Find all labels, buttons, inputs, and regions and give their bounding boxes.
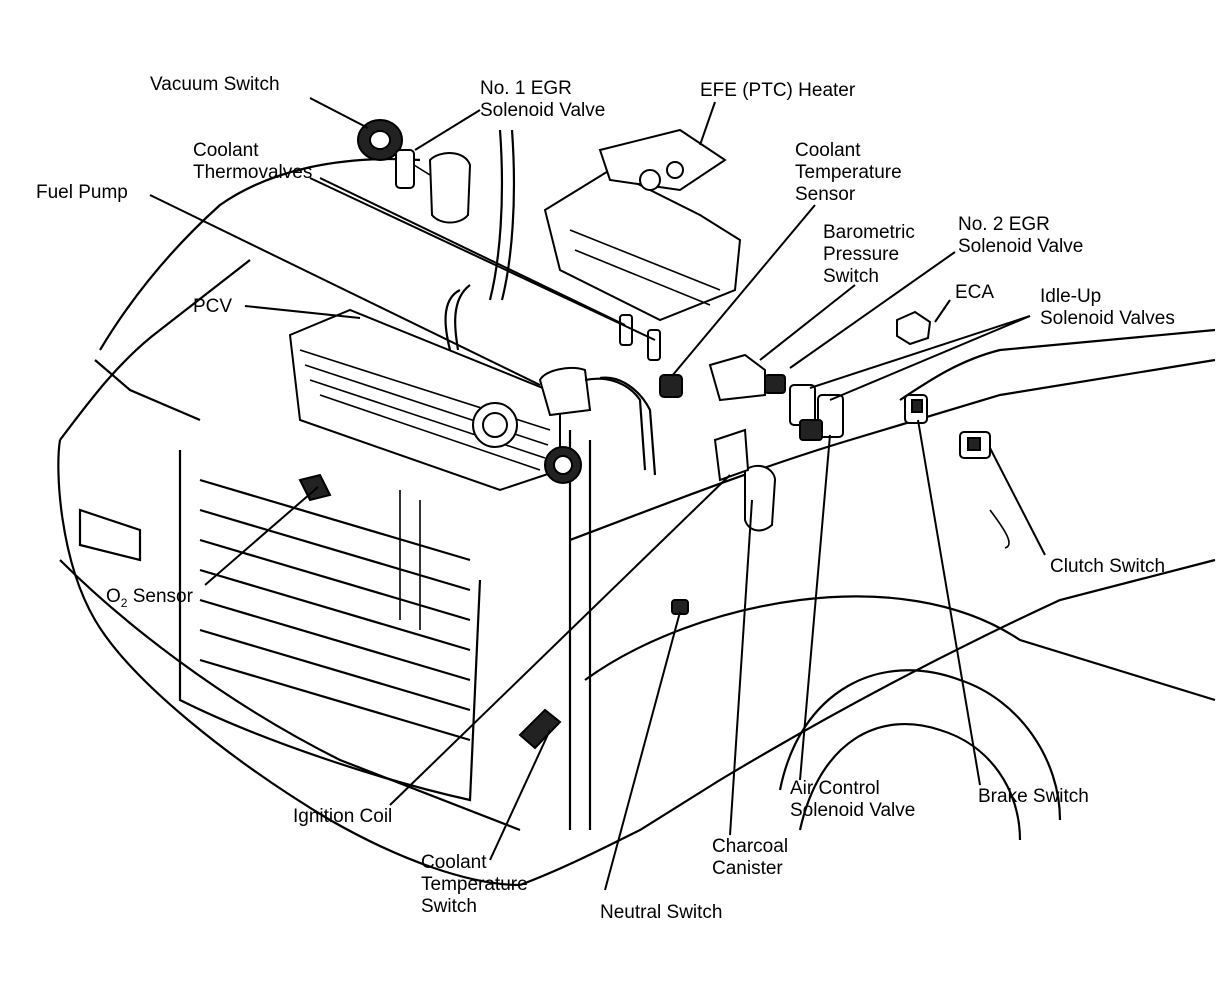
egr1-part [395,149,472,224]
label-vacuum-switch: Vacuum Switch [150,74,280,95]
eca-part [896,310,932,346]
ignition-coil-part [713,428,750,482]
intake-manifold [543,128,742,322]
label-clutch-switch: Clutch Switch [1050,556,1166,577]
brake-part [904,394,928,424]
label-pcv: PCV [193,296,233,317]
clutch-part [959,431,1010,549]
neutral-part [671,599,689,615]
engine-block [288,129,657,492]
coolant-temp-sensor-part [659,374,683,398]
vehicle-body [57,157,1216,887]
coolant-temp-switch-part [518,708,562,750]
leader-lines [149,97,1046,891]
canister-part [744,464,777,532]
label-efe-heater: EFE (PTC) Heater [700,80,856,101]
thermovalves-part [619,314,661,361]
label-o2-sensor: O2 Sensor [106,586,193,610]
o2-sensor-part [298,473,332,502]
label-brake-switch: Brake Switch [978,786,1089,807]
label-fuel-pump: Fuel Pump [36,182,128,203]
baro-part [708,353,766,402]
solenoid-cluster [764,374,844,441]
label-ignition-coil: Ignition Coil [293,806,393,827]
vacuum-switch-part [357,119,403,161]
label-neutral-switch: Neutral Switch [600,902,723,923]
label-eca: ECA [955,282,995,303]
